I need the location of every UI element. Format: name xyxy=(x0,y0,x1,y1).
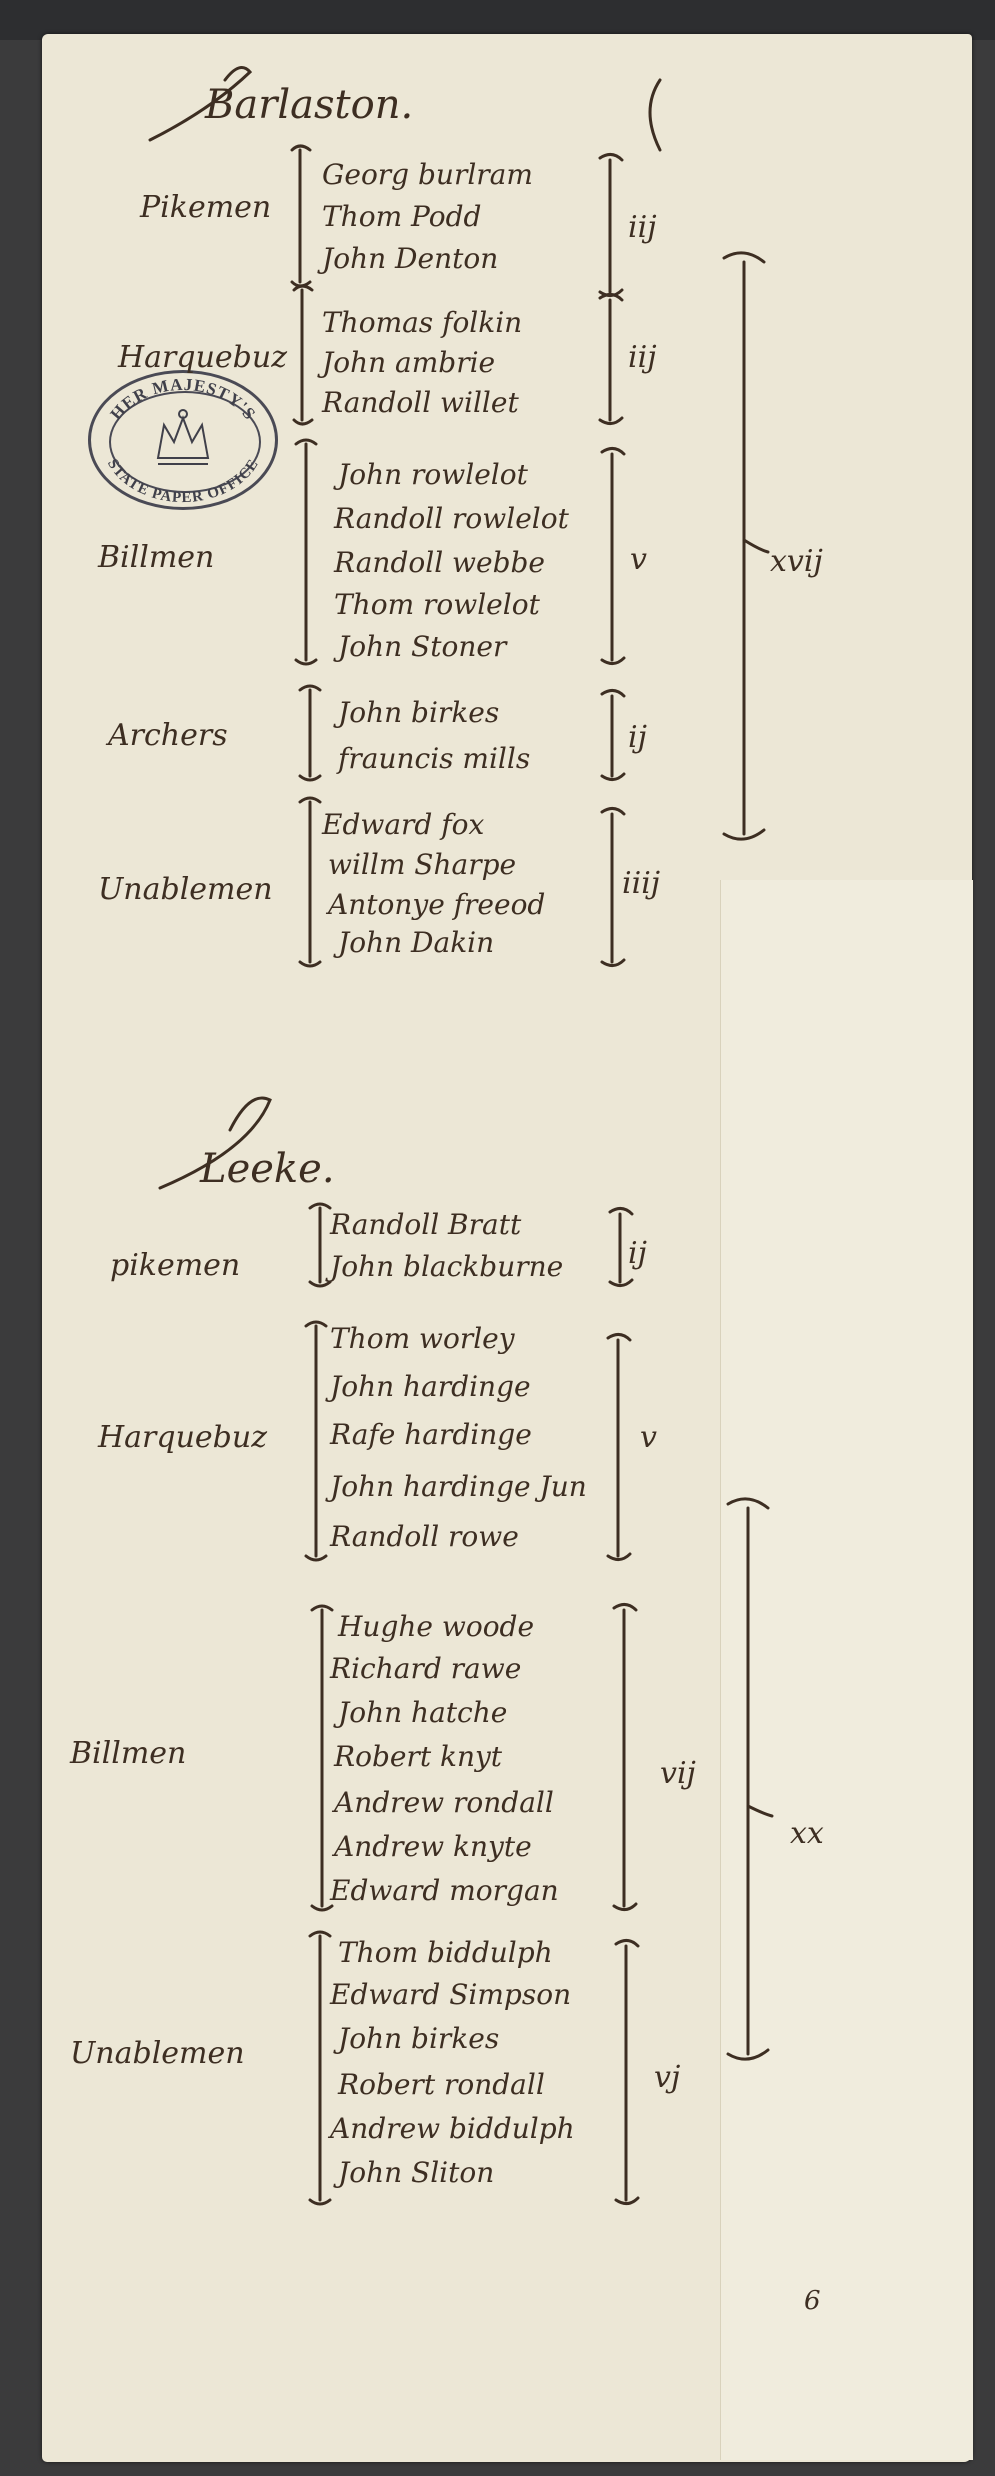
group-count: vij xyxy=(660,1756,696,1791)
right-bracket xyxy=(598,153,624,297)
name-entry: Randoll webbe xyxy=(334,546,545,579)
name-entry: John hardinge xyxy=(330,1370,531,1403)
right-bracket xyxy=(600,689,626,781)
right-bracket xyxy=(600,807,626,967)
name-entry: John Denton xyxy=(322,242,499,275)
group-label: Billmen xyxy=(70,1736,187,1771)
group-count: ij xyxy=(628,720,647,755)
group-count: iij xyxy=(628,340,657,375)
total-brace xyxy=(742,538,770,554)
right-bracket xyxy=(614,1939,640,2205)
page-number: 6 xyxy=(804,2286,821,2316)
left-bracket xyxy=(308,1930,332,2206)
name-entry: Andrew rondall xyxy=(334,1786,554,1819)
group-label: Archers xyxy=(108,718,228,753)
total-bracket xyxy=(722,251,766,841)
group-label: Unablemen xyxy=(98,872,273,907)
right-bracket xyxy=(608,1207,634,1287)
name-entry: John hardinge Jun xyxy=(330,1470,587,1503)
name-entry: Andrew knyte xyxy=(334,1830,532,1863)
left-bracket xyxy=(308,1202,332,1288)
flourish xyxy=(148,66,253,142)
name-entry: Thomas folkin xyxy=(322,306,523,339)
group-count: ij xyxy=(628,1236,647,1271)
left-bracket xyxy=(290,144,312,288)
name-entry: Randoll rowe xyxy=(330,1520,519,1553)
name-entry: Randoll willet xyxy=(322,386,519,419)
left-bracket xyxy=(298,684,322,782)
group-count: v xyxy=(640,1420,657,1455)
name-entry: Thom worley xyxy=(330,1322,515,1355)
name-entry: Antonye freeod xyxy=(328,888,546,921)
right-bracket xyxy=(606,1333,632,1561)
right-bracket xyxy=(600,447,626,665)
name-entry: John rowlelot xyxy=(338,458,528,491)
name-entry: Randoll rowlelot xyxy=(334,502,569,535)
group-count: iiij xyxy=(622,866,661,901)
place-heading-barlaston: Barlaston. xyxy=(205,82,414,128)
name-entry: Robert rondall xyxy=(338,2068,545,2101)
seal-text-ring: HER MAJESTY'S STATE PAPER OFFICE xyxy=(104,375,261,506)
group-count: vj xyxy=(654,2060,681,2095)
left-bracket xyxy=(292,284,314,426)
name-entry: Georg burlram xyxy=(322,158,533,191)
group-label: Unablemen xyxy=(70,2036,245,2071)
state-paper-office-seal: HER MAJESTY'S STATE PAPER OFFICE xyxy=(88,370,278,510)
left-bracket xyxy=(294,438,318,666)
section-total: xvij xyxy=(770,544,823,579)
name-entry: Thom rowlelot xyxy=(334,588,540,621)
right-bracket xyxy=(612,1603,638,1911)
crown-icon xyxy=(156,409,210,465)
name-entry: Edward morgan xyxy=(330,1874,559,1907)
right-bracket xyxy=(598,293,624,425)
left-bracket xyxy=(304,1320,328,1562)
flourish xyxy=(648,78,662,152)
name-entry: John hatche xyxy=(338,1696,508,1729)
name-entry: Thom biddulph xyxy=(338,1936,553,1969)
paper-repair-strip xyxy=(720,880,973,2460)
name-entry: Richard rawe xyxy=(330,1652,522,1685)
total-bracket xyxy=(726,1497,770,2061)
group-label: Billmen xyxy=(98,540,215,575)
name-entry: Hughe woode xyxy=(338,1610,535,1643)
name-entry: Randoll Bratt xyxy=(330,1208,522,1241)
name-entry: John birkes xyxy=(338,696,500,729)
name-entry: Edward Simpson xyxy=(330,1978,572,2011)
group-label: Harquebuz xyxy=(98,1420,267,1455)
left-bracket xyxy=(298,796,322,968)
name-entry: John blackburne xyxy=(330,1250,564,1283)
seal-inner-ring xyxy=(109,391,261,493)
name-entry: Robert knyt xyxy=(334,1740,503,1773)
name-entry: frauncis mills xyxy=(338,742,531,775)
name-entry: willm Sharpe xyxy=(328,848,517,881)
flourish xyxy=(158,1096,272,1190)
name-entry: Edward fox xyxy=(322,808,485,841)
name-entry: Andrew biddulph xyxy=(330,2112,575,2145)
group-label: Harquebuz xyxy=(118,340,287,375)
name-entry: John Dakin xyxy=(338,926,495,959)
total-brace xyxy=(746,1804,774,1818)
section-total: xx xyxy=(790,1816,824,1851)
background-top xyxy=(0,0,995,40)
name-entry: Thom Podd xyxy=(322,200,482,233)
group-count: v xyxy=(630,542,647,577)
group-label: pikemen xyxy=(110,1248,241,1283)
group-count: iij xyxy=(628,210,657,245)
name-entry: John ambrie xyxy=(322,346,496,379)
name-entry: John birkes xyxy=(338,2022,500,2055)
group-label: Pikemen xyxy=(140,190,272,225)
name-entry: John Sliton xyxy=(338,2156,495,2189)
name-entry: Rafe hardinge xyxy=(330,1418,532,1451)
name-entry: John Stoner xyxy=(338,630,507,663)
left-bracket xyxy=(310,1604,334,1912)
